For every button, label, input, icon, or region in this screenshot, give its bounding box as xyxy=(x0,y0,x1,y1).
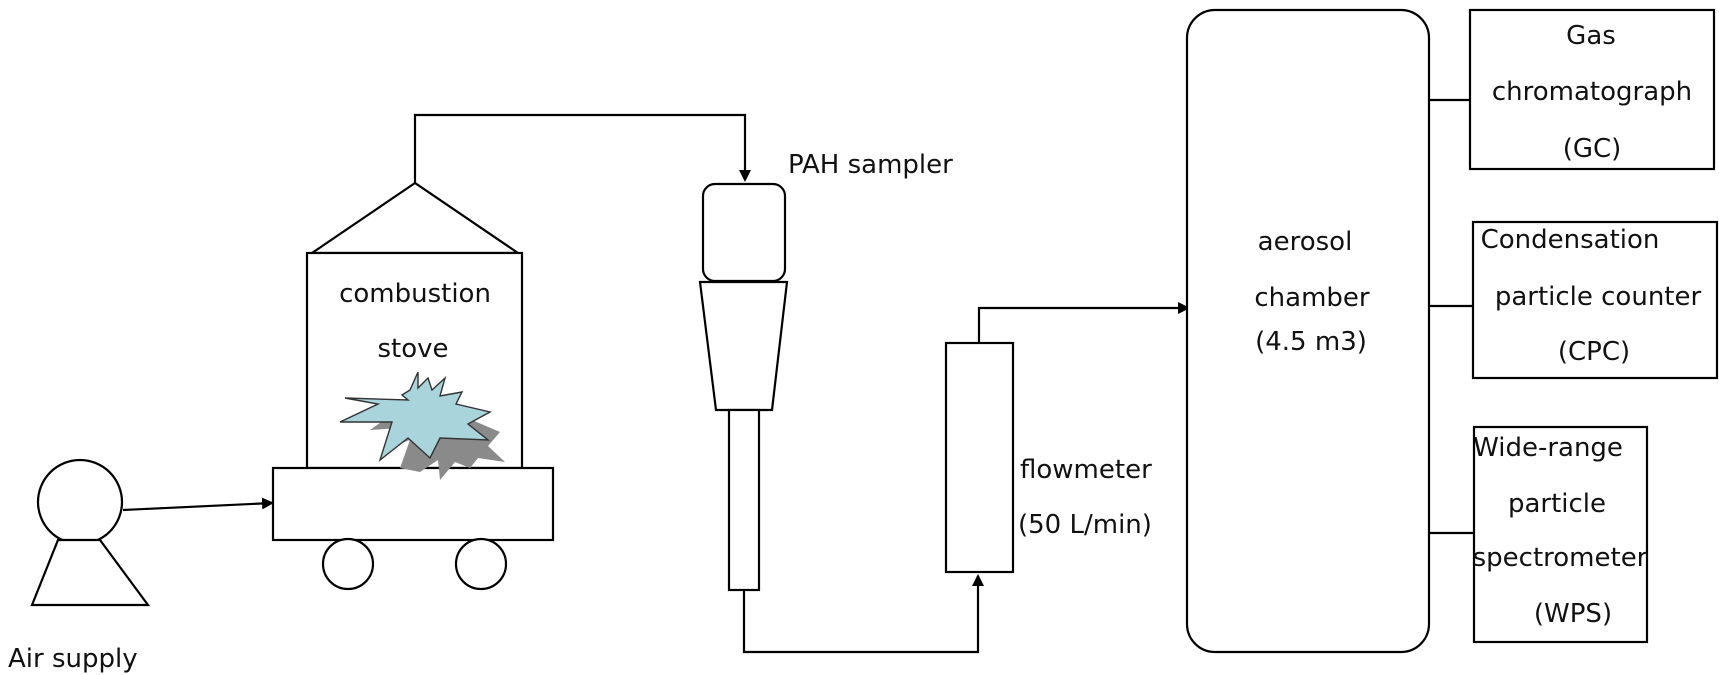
gas-chromatograph-box xyxy=(1468,8,1716,171)
stove-cart xyxy=(271,466,555,542)
aerosol-chamber xyxy=(1185,8,1431,654)
cpc-label-line3: (CPC) xyxy=(1558,337,1630,367)
stove-to-sampler-line xyxy=(413,113,751,183)
air-pump-stand xyxy=(30,538,151,607)
chamber-label-line1: aerosol xyxy=(1258,227,1353,257)
gc-label-line1: Gas xyxy=(1566,21,1616,51)
cpc-box xyxy=(1471,220,1719,380)
sampler-cone xyxy=(698,280,789,412)
stove-label-line2: stove xyxy=(377,334,448,364)
flowmeter-label-line1: flowmeter xyxy=(1020,455,1152,485)
flowmeter-label-line2: (50 L/min) xyxy=(1018,510,1152,540)
pah-sampler-label: PAH sampler xyxy=(788,150,953,180)
stove-hood xyxy=(308,181,522,255)
gc-label-line3: (GC) xyxy=(1563,134,1622,164)
stove-wheel-right xyxy=(454,537,508,591)
wps-label-line2: particle xyxy=(1508,489,1606,519)
chamber-label-line2: chamber xyxy=(1254,283,1370,313)
wps-label-line4: (WPS) xyxy=(1534,599,1612,629)
flame-main xyxy=(339,371,492,462)
sampler-to-flowmeter-line xyxy=(742,574,984,654)
air-pump-wheel xyxy=(36,458,124,546)
flowmeter-to-chamber-line xyxy=(977,302,1190,343)
cpc-label-line1: Condensation xyxy=(1481,225,1660,255)
cpc-label-line2: particle counter xyxy=(1495,282,1702,312)
pah-sampler xyxy=(698,182,789,592)
combustion-stove xyxy=(271,181,555,591)
flame-icon xyxy=(339,371,505,480)
stove-wheel-left xyxy=(321,537,375,591)
sampler-tube xyxy=(727,408,761,592)
air-to-stove-arrow xyxy=(122,497,274,512)
chamber-label-line3: (4.5 m3) xyxy=(1255,327,1367,357)
stove-label-line1: combustion xyxy=(339,279,491,309)
sampler-filter-head xyxy=(701,182,787,283)
flowmeter xyxy=(944,341,1015,574)
air-supply-pump xyxy=(30,458,151,607)
air-supply-label: Air supply xyxy=(8,644,138,674)
wps-label-line3: spectrometer xyxy=(1473,543,1648,573)
wps-label-line1: Wide-range xyxy=(1473,433,1623,463)
wps-box xyxy=(1472,425,1649,644)
gc-label-line2: chromatograph xyxy=(1492,77,1692,107)
